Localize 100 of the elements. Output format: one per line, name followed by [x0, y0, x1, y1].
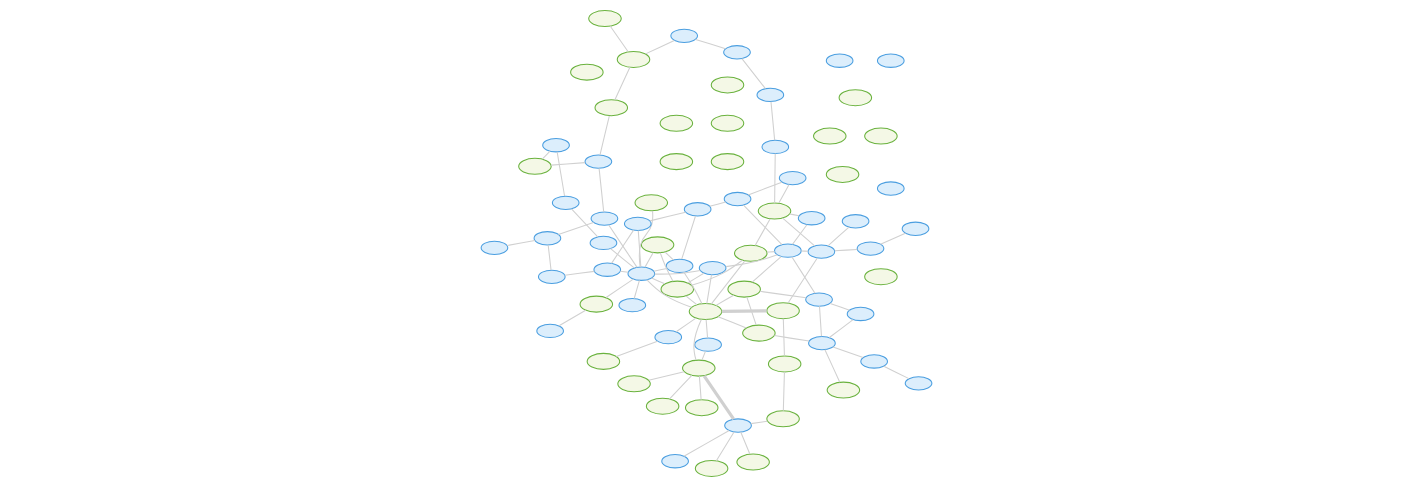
node-ellipse [807, 244, 836, 259]
node-ellipse [654, 329, 683, 345]
connector [637, 230, 642, 268]
connector [685, 295, 698, 306]
connector [683, 430, 730, 457]
connector [570, 208, 599, 238]
connector [558, 309, 587, 327]
connector [766, 251, 776, 253]
node-ellipse [766, 302, 800, 320]
connector [659, 252, 674, 282]
node-ellipse [778, 170, 807, 186]
connector [710, 260, 746, 305]
connector [725, 254, 778, 268]
connector [800, 250, 809, 252]
connector [782, 371, 785, 412]
connector [653, 267, 668, 272]
connector [750, 420, 768, 425]
node-ellipse [533, 231, 562, 246]
connector [506, 240, 536, 247]
node-ellipse [838, 89, 873, 107]
node-ellipse [634, 194, 669, 212]
node-ellipse [856, 241, 885, 256]
connector [645, 39, 675, 55]
node-ellipse [661, 454, 689, 469]
connector [834, 248, 858, 252]
node-ellipse [616, 50, 651, 68]
connector [610, 248, 635, 269]
node-ellipse [846, 306, 875, 322]
connector [550, 162, 586, 166]
connector [687, 272, 705, 284]
node-ellipse [766, 410, 800, 428]
node-ellipse [536, 323, 564, 339]
connector [782, 217, 816, 247]
node-ellipse [588, 10, 622, 28]
connector [709, 201, 727, 207]
connector [824, 349, 841, 383]
connector [721, 309, 767, 313]
connector [541, 150, 551, 160]
connector [706, 274, 713, 305]
node-ellipse [901, 221, 930, 236]
connector [741, 58, 766, 90]
node-ellipse [864, 268, 898, 286]
connector [644, 252, 654, 268]
connector [675, 317, 697, 333]
node-ellipse [645, 397, 680, 415]
connector [791, 224, 808, 245]
connector [879, 232, 906, 245]
node-ellipse [710, 76, 745, 94]
connector [715, 431, 735, 462]
node-ellipse [623, 216, 652, 232]
node-ellipse [593, 262, 622, 277]
connector [717, 316, 747, 329]
connector [638, 210, 654, 268]
node-ellipse [767, 355, 802, 373]
connector [664, 251, 674, 261]
node-ellipse [727, 280, 761, 298]
node-ellipse [551, 195, 580, 210]
node-ellipse [594, 99, 629, 117]
connector [598, 167, 605, 213]
node-ellipse [640, 236, 675, 254]
node-ellipse [537, 269, 566, 284]
connector [609, 25, 629, 53]
connector [828, 319, 854, 339]
connector [743, 204, 783, 246]
node-ellipse [841, 214, 870, 229]
connector [782, 318, 785, 357]
node-ellipse [757, 202, 792, 220]
connector [774, 153, 776, 204]
node-ellipse [761, 139, 790, 155]
connector [614, 66, 631, 101]
node-ellipse [736, 453, 770, 471]
node-ellipse [710, 114, 745, 132]
node-ellipse [808, 335, 836, 351]
node-ellipse [876, 53, 905, 68]
node-ellipse [813, 127, 847, 145]
connector [829, 302, 851, 311]
connector [740, 431, 751, 455]
node-ellipse [694, 459, 729, 477]
connector [649, 211, 687, 222]
node-ellipse [826, 381, 861, 399]
connector [599, 115, 610, 156]
node-ellipse [723, 45, 751, 60]
connector [648, 371, 685, 381]
node-ellipse [683, 202, 712, 217]
connector [683, 271, 703, 305]
connector [702, 374, 735, 421]
connector [827, 226, 850, 247]
node-ellipse [659, 153, 694, 171]
node-ellipse [756, 87, 785, 103]
connector [557, 221, 594, 236]
node-ellipse [518, 157, 552, 175]
connector [746, 296, 757, 326]
node-ellipse [688, 303, 723, 321]
connector [770, 101, 776, 141]
connector [556, 151, 566, 197]
connector [633, 279, 640, 300]
connector [818, 305, 822, 337]
connector [773, 335, 810, 342]
node-ellipse [665, 258, 694, 274]
connector [654, 270, 701, 275]
